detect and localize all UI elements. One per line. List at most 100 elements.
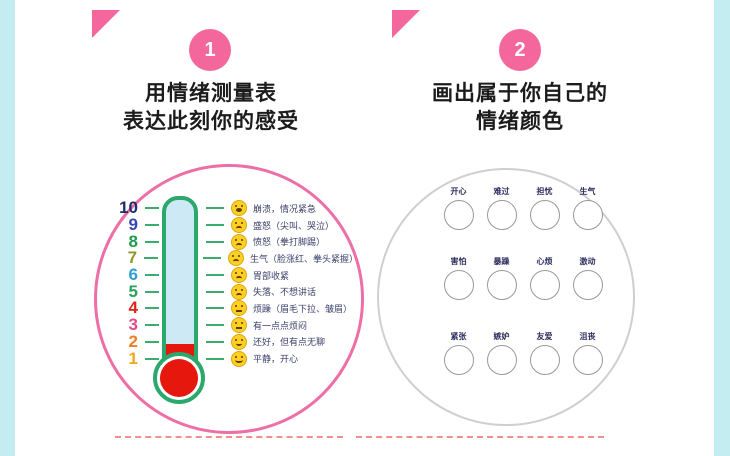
level-label: 盛怒（尖叫、哭泣） bbox=[253, 220, 335, 231]
emotion-color-circle bbox=[529, 270, 560, 300]
tick-dash-icon bbox=[145, 240, 159, 243]
thermometer-tube bbox=[162, 196, 198, 378]
tick-dash-icon bbox=[206, 324, 224, 327]
emoji-face-icon bbox=[231, 300, 247, 317]
tick-dash-icon bbox=[145, 324, 159, 327]
level-label: 崩溃，情况紧急 bbox=[253, 203, 317, 214]
emoji-face-icon bbox=[231, 233, 247, 250]
level-number: 7 bbox=[127, 248, 138, 268]
emotion-color-circle bbox=[529, 345, 560, 375]
emotion-label: 担忧 bbox=[536, 187, 553, 196]
emotion-label: 嫉妒 bbox=[493, 332, 510, 341]
tick-dash-icon bbox=[206, 307, 224, 310]
level-row: 10 崩溃，情况紧急 bbox=[104, 198, 358, 218]
level-label: 胃部收紧 bbox=[253, 270, 290, 281]
level-number: 8 bbox=[128, 231, 138, 251]
level-number: 3 bbox=[128, 315, 138, 335]
tick-dash-icon bbox=[206, 274, 224, 277]
level-row: 8 愤怒（拳打脚踢） bbox=[104, 233, 358, 250]
emotion-cell: 心烦 bbox=[523, 257, 566, 300]
emotion-cell: 嫉妒 bbox=[480, 332, 523, 375]
emotion-label: 开心 bbox=[450, 187, 467, 196]
emotion-cell: 开心 bbox=[437, 187, 480, 230]
level-label: 生气（脸涨红、拳头紧握） bbox=[249, 253, 358, 264]
emoji-face-icon bbox=[227, 250, 244, 267]
emotion-color-circle bbox=[486, 345, 517, 375]
title-line: 情绪颜色 bbox=[476, 110, 564, 133]
title-line: 画出属于你自己的 bbox=[432, 82, 608, 105]
emotion-label: 害怕 bbox=[450, 257, 467, 266]
level-row: 5 失落、不想讲话 bbox=[104, 283, 358, 300]
emotion-color-circle bbox=[443, 200, 474, 230]
level-number: 4 bbox=[128, 298, 138, 318]
section-title-left: 用情绪测量表 表达此刻你的感受 bbox=[56, 80, 366, 136]
emotion-color-circle bbox=[443, 345, 474, 375]
emoji-face-icon bbox=[231, 283, 247, 300]
emotion-cell: 暴躁 bbox=[480, 257, 523, 300]
emotion-label: 心烦 bbox=[536, 257, 553, 266]
emotion-grid-row: 紧张 嫉妒 友爱 沮丧 bbox=[437, 332, 609, 375]
emotion-color-circle bbox=[572, 345, 603, 375]
level-number: 5 bbox=[128, 281, 138, 301]
tick-dash-icon bbox=[145, 307, 159, 310]
emotion-label: 友爱 bbox=[536, 332, 553, 341]
emotion-color-circle bbox=[486, 200, 517, 230]
title-line: 表达此刻你的感受 bbox=[123, 110, 299, 133]
level-row: 1 平静，开心 bbox=[104, 350, 358, 367]
emotion-label: 沮丧 bbox=[579, 332, 596, 341]
tick-dash-icon bbox=[145, 357, 159, 360]
emotion-grid-row: 开心 难过 担忧 生气 bbox=[437, 187, 609, 230]
emotion-cell: 紧张 bbox=[437, 332, 480, 375]
emotion-color-circle bbox=[443, 270, 474, 300]
emotion-cell: 担忧 bbox=[523, 187, 566, 230]
level-label: 愤怒（拳打脚踢） bbox=[253, 237, 326, 248]
emotion-color-circle bbox=[572, 200, 603, 230]
step-number: 2 bbox=[514, 38, 526, 61]
step-number: 1 bbox=[204, 38, 216, 61]
tick-dash-icon bbox=[206, 357, 224, 360]
corner-ribbon-icon bbox=[92, 10, 120, 38]
tick-dash-icon bbox=[206, 207, 224, 210]
teal-edge-strip-right bbox=[714, 0, 730, 456]
tick-dash-icon bbox=[206, 240, 224, 243]
section-title-right: 画出属于你自己的 情绪颜色 bbox=[372, 80, 668, 136]
level-label: 失落、不想讲话 bbox=[253, 287, 317, 298]
emotion-cell: 生气 bbox=[566, 187, 609, 230]
teal-edge-strip-left bbox=[0, 0, 15, 456]
level-label: 还好，但有点无聊 bbox=[253, 337, 326, 348]
emotion-label: 生气 bbox=[579, 187, 596, 196]
tick-dash-icon bbox=[145, 207, 159, 210]
tick-dash-icon bbox=[206, 290, 224, 293]
tick-dash-icon bbox=[145, 224, 159, 227]
emoji-face-icon bbox=[231, 217, 247, 234]
emoji-face-icon bbox=[231, 350, 247, 367]
emotion-color-circle bbox=[486, 270, 517, 300]
title-line: 用情绪测量表 bbox=[145, 82, 277, 105]
emotion-grid-circle: 开心 难过 担忧 生气 害怕 暴躁 bbox=[377, 168, 635, 426]
mood-thermometer-circle bbox=[94, 164, 364, 434]
level-row: 7 生气（脸涨红、拳头紧握） bbox=[104, 248, 358, 268]
emoji-face-icon bbox=[231, 200, 247, 217]
level-row: 4 烦躁（眉毛下拉、皱眉） bbox=[104, 298, 358, 318]
emotion-cell: 激动 bbox=[566, 257, 609, 300]
tick-dash-icon bbox=[144, 257, 158, 260]
cut-line-right bbox=[356, 436, 604, 438]
tick-dash-icon bbox=[206, 224, 224, 227]
level-number: 1 bbox=[128, 348, 138, 368]
emotion-color-circle bbox=[529, 200, 560, 230]
emotion-cell: 沮丧 bbox=[566, 332, 609, 375]
emoji-face-icon bbox=[231, 317, 247, 334]
emotion-label: 激动 bbox=[579, 257, 596, 266]
emotion-color-circle bbox=[572, 270, 603, 300]
emotion-cell: 害怕 bbox=[437, 257, 480, 300]
level-number: 10 bbox=[119, 198, 138, 218]
emotion-label: 暴躁 bbox=[493, 257, 510, 266]
level-number: 9 bbox=[128, 215, 138, 235]
emotion-grid-row: 害怕 暴躁 心烦 激动 bbox=[437, 257, 609, 300]
step-badge-2: 2 bbox=[499, 29, 541, 71]
level-number: 6 bbox=[128, 265, 138, 285]
level-row: 2 还好，但有点无聊 bbox=[104, 333, 358, 351]
level-row: 6 胃部收紧 bbox=[104, 265, 358, 285]
level-label: 平静，开心 bbox=[253, 354, 299, 365]
